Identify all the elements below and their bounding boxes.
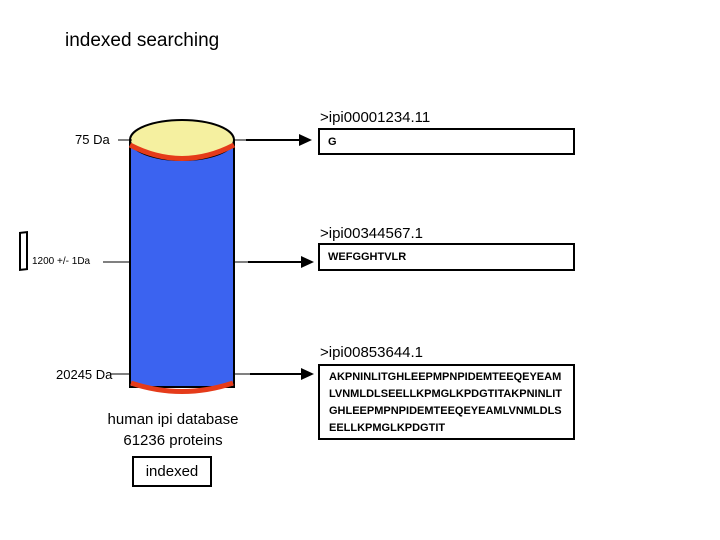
database-name: human ipi database [107,411,239,428]
entry-id-2: >ipi00344567.1 [320,225,424,242]
entry-id-1: >ipi00001234.11 [320,109,431,126]
indexed-status-box: indexed [132,456,212,487]
entry-sequence-1: G [328,135,337,148]
arrow-2 [248,256,314,268]
arrow-1 [246,134,312,146]
mass-label-top: 75 Da [75,132,110,147]
slide-title: indexed searching [65,30,220,51]
query-slice-marker [19,231,28,272]
arrow-3 [250,368,314,380]
entry-sequence-box-2: WEFGGHTVLR [318,243,575,271]
mass-label-bottom: 20245 Da [56,367,113,382]
mass-label-query: 1200 +/- 1Da [32,256,91,267]
entry-sequence-2: WEFGGHTVLR [328,251,407,263]
entry-sequence-box-3: AKPNINLITGHLEEPMPNPIDEMTEEQEYEAMLVNMLDLS… [318,364,575,440]
cylinder-top-rim [128,142,236,161]
database-protein-count: 61236 proteins [123,432,223,449]
cylinder-body [129,139,235,388]
database-caption: human ipi database 61236 proteins [88,409,258,451]
cylinder-bottom-rim [130,380,234,394]
entry-id-3: >ipi00853644.1 [320,344,424,361]
indexed-status-label: indexed [145,463,199,480]
entry-sequence-3: AKPNINLITGHLEEPMPNPIDEMTEEQEYEAMLVNMLDLS… [329,371,563,434]
entry-sequence-box-1: G [318,128,575,155]
